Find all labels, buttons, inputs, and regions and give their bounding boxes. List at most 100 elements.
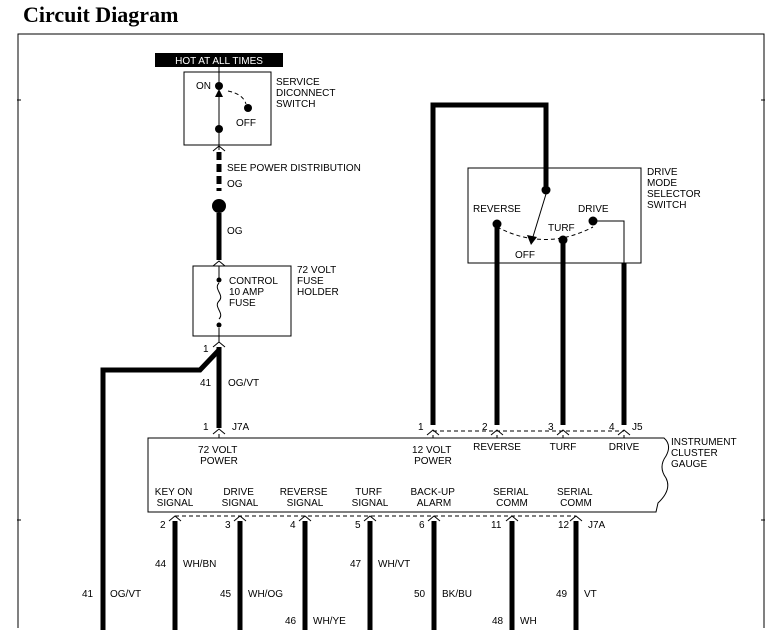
j7a-bottom-connector-label: J7A: [588, 520, 606, 531]
wire-color: WH/BN: [183, 559, 216, 570]
gauge-label-turf: TURF: [550, 442, 577, 453]
page-title: Circuit Diagram: [23, 2, 179, 27]
wire-color: VT: [584, 589, 597, 600]
j7a-bottom-pin: 11: [491, 520, 502, 531]
selector-drive-label: DRIVE: [578, 204, 609, 215]
connector-chevron-icon: [212, 341, 226, 348]
gauge-label-reverse: REVERSE: [473, 442, 521, 453]
connector-chevron-icon: [569, 515, 583, 522]
fuse-terminal: [216, 277, 222, 283]
wire-color: BK/BU: [442, 589, 472, 600]
connector-chevron-icon: [617, 429, 631, 436]
connector-chevron-icon: [298, 515, 312, 522]
connector-chevron-icon: [212, 428, 226, 435]
splice-dot: [212, 199, 226, 213]
selector-reverse-label: REVERSE: [473, 204, 521, 215]
j5-pin: 4: [609, 422, 615, 433]
wire-color: WH/YE: [313, 616, 346, 627]
connector-chevron-icon: [212, 260, 226, 267]
j7a-top-pin: 1: [203, 422, 209, 433]
switch-on-label: ON: [196, 81, 211, 92]
switch-name: SERVICE DICONNECT SWITCH: [276, 77, 338, 110]
selector-turf-terminal: [558, 235, 568, 245]
switch-arrow-icon: [215, 89, 223, 97]
j7a-bottom-pin: 2: [160, 520, 166, 531]
j5-pin: 2: [482, 422, 488, 433]
wire-number: 41: [82, 589, 94, 600]
selector-reverse-terminal: [492, 219, 502, 229]
fuse-icon: [216, 282, 222, 320]
wire-number: 47: [350, 559, 362, 570]
gauge-label-72-volt-power: 72 VOLT POWER: [198, 445, 240, 467]
selector-switch-name: DRIVE MODE SELECTOR SWITCH: [647, 167, 704, 211]
gauge-label-serial-comm-2: SERIAL COMM: [557, 487, 595, 509]
gauge-name: INSTRUMENT CLUSTER GAUGE: [671, 437, 739, 470]
j7a-bottom-pin: 5: [355, 520, 361, 531]
drive-mode-selector-switch: [467, 167, 642, 264]
gauge-label-drive-signal: DRIVE SIGNAL: [222, 487, 259, 509]
switch-off-label: OFF: [236, 118, 256, 129]
selector-off-label: OFF: [515, 250, 535, 261]
wire-color: WH: [520, 616, 537, 627]
hot-label: HOT AT ALL TIMES: [175, 56, 263, 67]
switch-off-terminal: [244, 104, 252, 112]
diagram-frame: [17, 33, 765, 628]
j7a-bottom-pin: 12: [558, 520, 570, 531]
connector-chevron-icon: [426, 429, 440, 436]
j7a-bottom-pin: 3: [225, 520, 231, 531]
instrument-cluster-gauge: [147, 437, 670, 513]
hot-label-box: [155, 53, 283, 67]
j7a-top-connector: J7A: [232, 422, 250, 433]
wire-number: 46: [285, 616, 297, 627]
power-distribution-note: SEE POWER DISTRIBUTION: [227, 163, 361, 174]
wire-number: 49: [556, 589, 568, 600]
j7a-bottom-pin: 6: [419, 520, 425, 531]
connector-chevron-icon: [168, 515, 182, 522]
wire-number: 44: [155, 559, 167, 570]
service-disconnect-switch: [183, 71, 272, 146]
j5-pin: 3: [548, 422, 554, 433]
wire-number: 48: [492, 616, 504, 627]
switch-common-terminal: [215, 125, 223, 133]
switch-on-terminal: [215, 82, 223, 90]
wire-color: WH/VT: [378, 559, 410, 570]
j7a-bottom-pin: 4: [290, 520, 296, 531]
wire-12-volt-power: [430, 102, 549, 425]
selector-common-terminal: [541, 185, 551, 195]
wire-41-og-vt-branch: [100, 348, 221, 630]
selector-lever: [531, 193, 547, 241]
wire-41-number: 41: [200, 378, 212, 389]
j5-pin: 1: [418, 422, 424, 433]
connector-chevron-icon: [212, 145, 226, 152]
wire-og-upper-label: OG: [227, 179, 243, 190]
selector-throw-arc: [496, 226, 594, 240]
gauge-label-back-up-alarm: BACK-UP ALARM: [410, 487, 457, 509]
fuse-label: CONTROL 10 AMP FUSE: [229, 276, 280, 309]
gauge-label-reverse-signal: REVERSE SIGNAL: [280, 487, 331, 509]
selector-drive-lead: [597, 220, 625, 263]
connector-chevron-icon: [505, 515, 519, 522]
gauge-label-serial-comm-1: SERIAL COMM: [493, 487, 531, 509]
wire-number: 45: [220, 589, 232, 600]
connector-chevron-icon: [427, 515, 441, 522]
connector-chevron-icon: [233, 515, 247, 522]
j5-connector-label: J5: [632, 422, 643, 433]
gauge-label-turf-signal: TURF SIGNAL: [352, 487, 389, 509]
connector-chevron-icon: [490, 429, 504, 436]
wire-color: OG/VT: [110, 589, 141, 600]
gauge-label-drive: DRIVE: [609, 442, 640, 453]
fuse-terminal: [216, 322, 222, 328]
fuse-pin-number: 1: [203, 344, 209, 355]
wire-color: WH/OG: [248, 589, 283, 600]
fuse-holder-label: 72 VOLT FUSE HOLDER: [297, 265, 339, 298]
wire-og-lower-label: OG: [227, 226, 243, 237]
wire-41-color: OG/VT: [228, 378, 259, 389]
fuse-holder: [192, 265, 292, 337]
gauge-label-key-on-signal: KEY ON SIGNAL: [155, 487, 195, 509]
gauge-label-12-volt-power: 12 VOLT POWER: [412, 445, 454, 467]
connector-chevron-icon: [556, 429, 570, 436]
connector-chevron-icon: [363, 515, 377, 522]
selector-turf-label: TURF: [548, 223, 575, 234]
selector-drive-terminal: [588, 216, 598, 226]
